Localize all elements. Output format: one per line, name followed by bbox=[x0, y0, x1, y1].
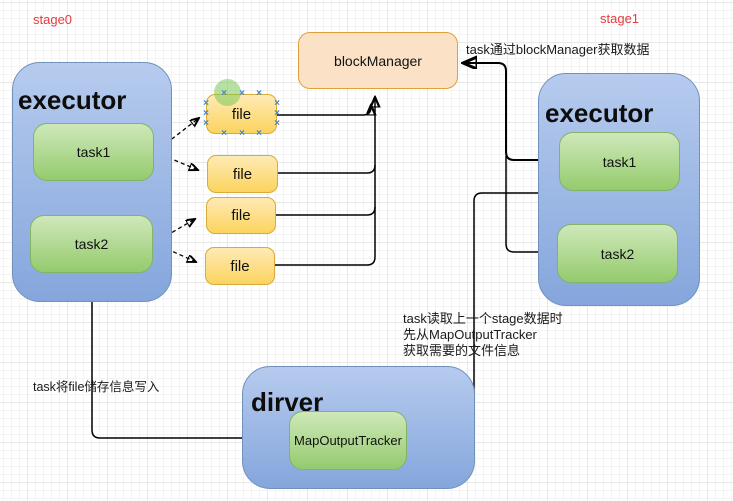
task1-right-node[interactable]: task1 bbox=[559, 132, 680, 191]
annotation-mapoutput-read[interactable]: task读取上一个stage数据时 先从MapOutputTracker 获取需… bbox=[403, 311, 563, 359]
file1-label: file bbox=[231, 105, 252, 123]
edge-task2-right-to-blockmanager[interactable] bbox=[505, 156, 557, 253]
edge-file1-to-blockmanager[interactable] bbox=[277, 105, 371, 116]
task1-left-label: task1 bbox=[76, 144, 111, 160]
annotation-mapoutput-line1: task读取上一个stage数据时 bbox=[403, 311, 563, 326]
connection-point-x-icon[interactable]: × bbox=[221, 128, 227, 139]
edge-file4-to-blockmanager[interactable] bbox=[275, 97, 375, 266]
connection-point-x-icon[interactable]: × bbox=[203, 98, 209, 109]
annotation-mapoutput-line3: 获取需要的文件信息 bbox=[403, 343, 521, 358]
stage1-label[interactable]: stage1 bbox=[600, 11, 640, 26]
annotation-write-file-info[interactable]: task将file储存信息写入 bbox=[33, 380, 160, 394]
connection-point-x-icon[interactable]: × bbox=[256, 88, 262, 99]
connection-point-x-icon[interactable]: × bbox=[274, 98, 280, 109]
file4-node[interactable]: file bbox=[205, 247, 275, 285]
edge-file2-to-blockmanager[interactable] bbox=[278, 164, 376, 174]
connection-point-x-icon[interactable]: × bbox=[221, 88, 227, 99]
connection-point-highlight[interactable] bbox=[214, 79, 241, 106]
file4-label: file bbox=[230, 257, 250, 275]
executor-right-title: executor bbox=[545, 98, 654, 128]
mapoutputtracker-label: MapOutputTracker bbox=[294, 433, 402, 448]
connection-point-x-icon[interactable]: × bbox=[203, 118, 209, 129]
executor-left-title: executor bbox=[18, 85, 127, 115]
blockmanager-label: blockManager bbox=[334, 52, 422, 69]
connection-point-x-icon[interactable]: × bbox=[239, 128, 245, 139]
task2-left-node[interactable]: task2 bbox=[30, 215, 153, 273]
connection-point-x-icon[interactable]: × bbox=[256, 128, 262, 139]
task1-left-node[interactable]: task1 bbox=[33, 123, 154, 181]
edge-file3-to-blockmanager[interactable] bbox=[276, 206, 376, 216]
connection-point-x-icon[interactable]: × bbox=[203, 108, 209, 119]
task2-left-label: task2 bbox=[74, 236, 109, 252]
task2-right-node[interactable]: task2 bbox=[557, 224, 678, 283]
task2-right-label: task2 bbox=[600, 245, 635, 262]
connection-point-x-icon[interactable]: × bbox=[274, 108, 280, 119]
file2-label: file bbox=[232, 165, 253, 183]
stage0-label[interactable]: stage0 bbox=[33, 12, 73, 27]
file3-node[interactable]: file bbox=[206, 197, 276, 234]
annotation-blockmanager-fetch[interactable]: task通过blockManager获取数据 bbox=[466, 42, 650, 57]
edge-task1-right-to-blockmanager[interactable] bbox=[463, 63, 559, 161]
connection-point-x-icon[interactable]: × bbox=[239, 88, 245, 99]
annotation-mapoutput-line2: 先从MapOutputTracker bbox=[403, 327, 537, 342]
mapoutputtracker-node[interactable]: MapOutputTracker bbox=[289, 411, 407, 470]
connection-point-x-icon[interactable]: × bbox=[274, 118, 280, 129]
blockmanager-node[interactable]: blockManager bbox=[298, 32, 458, 89]
file1-node[interactable]: file bbox=[206, 94, 277, 134]
file3-label: file bbox=[231, 207, 251, 224]
edge-executor-left-to-mapoutputtracker[interactable] bbox=[91, 302, 284, 438]
task1-right-label: task1 bbox=[602, 153, 637, 170]
file2-node[interactable]: file bbox=[207, 155, 278, 193]
